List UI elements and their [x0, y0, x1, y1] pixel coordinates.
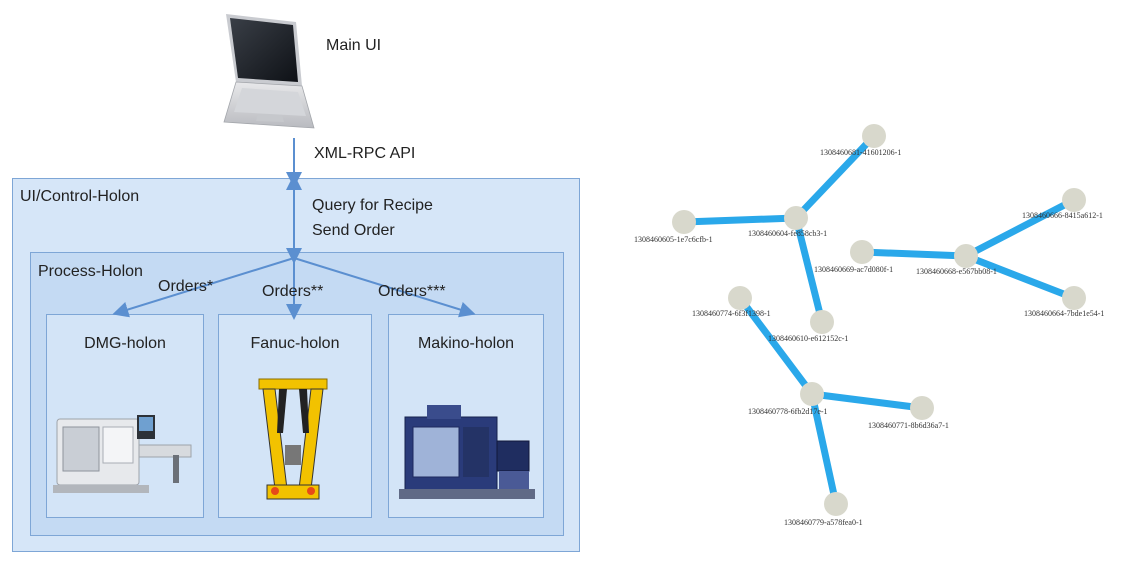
- graph-node[interactable]: [862, 124, 886, 148]
- graph-node-label: 1308460774-6f3f1398-1: [692, 309, 771, 318]
- main-ui-label: Main UI: [326, 37, 382, 54]
- control-holon-label: UI/Control-Holon: [20, 188, 140, 205]
- graph-node-label: 1308460771-8b6d36a7-1: [868, 421, 949, 430]
- holon-network-graph: 1308460681-41601206-1 1308460605-1e7c6cfb…: [634, 124, 1104, 527]
- graph-node[interactable]: [954, 244, 978, 268]
- graph-node-label: 1308460681-41601206-1: [820, 148, 901, 157]
- graph-node[interactable]: [810, 310, 834, 334]
- graph-edge: [962, 252, 1078, 302]
- connector-arrows: [112, 138, 476, 320]
- graph-node-label: 1308460778-6fb2d17e-1: [748, 407, 828, 416]
- lathe-machine-icon: [53, 415, 192, 493]
- graph-edge: [736, 294, 816, 398]
- graph-edge: [792, 132, 878, 222]
- orders-label-3: Orders***: [378, 283, 446, 300]
- laptop-icon: [223, 14, 315, 129]
- graph-node[interactable]: [784, 206, 808, 230]
- graph-node-label: 1308460668-e567bb08-1: [916, 267, 997, 276]
- graph-node[interactable]: [672, 210, 696, 234]
- fanuc-holon-panel: Fanuc-holon: [218, 314, 372, 518]
- graph-edge: [792, 214, 826, 326]
- graph-node[interactable]: [850, 240, 874, 264]
- makino-holon-label: Makino-holon: [417, 335, 515, 352]
- graph-edge: [680, 214, 800, 226]
- graph-edge: [808, 390, 926, 412]
- dmg-holon-label: DMG-holon: [84, 335, 166, 352]
- machining-center-icon: [399, 405, 535, 499]
- orders-label-1: Orders*: [158, 278, 214, 295]
- graph-edge: [962, 196, 1078, 260]
- send-label: Send Order: [312, 222, 395, 239]
- graph-node[interactable]: [800, 382, 824, 406]
- graph-node-label: 1308460664-7bde1e54-1: [1024, 309, 1104, 318]
- graph-node[interactable]: [910, 396, 934, 420]
- hexapod-robot-icon: [258, 378, 328, 500]
- graph-node[interactable]: [824, 492, 848, 516]
- api-label: XML-RPC API: [314, 145, 416, 162]
- orders-label-2: Orders**: [262, 283, 324, 300]
- dmg-holon-panel: DMG-holon: [46, 314, 204, 518]
- query-label: Query for Recipe: [312, 197, 433, 214]
- graph-node-label: 1308460604-fe858cb3-1: [748, 229, 827, 238]
- graph-node-label: 1308460779-a578fea0-1: [784, 518, 863, 527]
- graph-node-label: 1308460605-1e7c6cfb-1: [634, 235, 713, 244]
- graph-node-label: 1308460669-ac7d080f-1: [814, 265, 893, 274]
- graph-node[interactable]: [728, 286, 752, 310]
- makino-holon-panel: Makino-holon: [388, 314, 544, 518]
- process-holon-label: Process-Holon: [38, 263, 143, 280]
- graph-node[interactable]: [1062, 286, 1086, 310]
- graph-edge: [858, 248, 970, 260]
- architecture-diagram: Main UI UI/Control-Holon Process-Holon D…: [12, 14, 580, 552]
- graph-node-label: 1308460610-e612152c-1: [768, 334, 848, 343]
- graph-edge: [808, 390, 840, 508]
- graph-node-label: 1308460666-8415a612-1: [1022, 211, 1103, 220]
- graph-node[interactable]: [1062, 188, 1086, 212]
- fanuc-holon-label: Fanuc-holon: [250, 335, 340, 352]
